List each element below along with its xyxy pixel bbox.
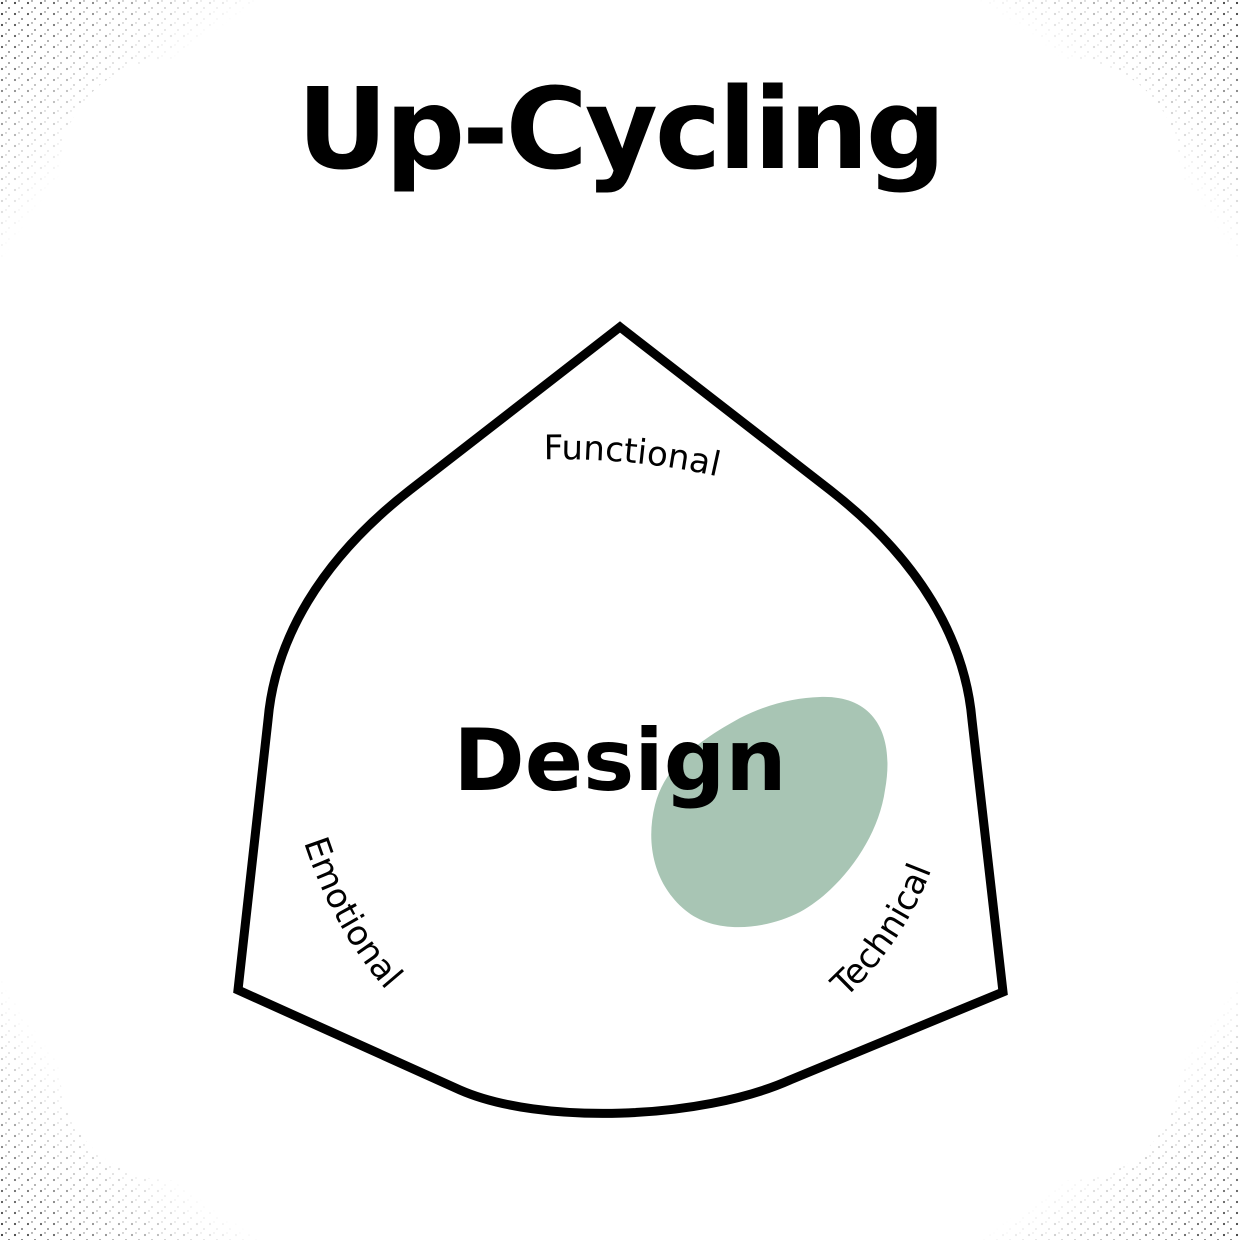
design-shape-outline	[233, 321, 1008, 1118]
highlight-blob	[651, 696, 888, 928]
center-label: Design	[453, 711, 786, 811]
page-title: Up-Cycling	[297, 65, 943, 195]
